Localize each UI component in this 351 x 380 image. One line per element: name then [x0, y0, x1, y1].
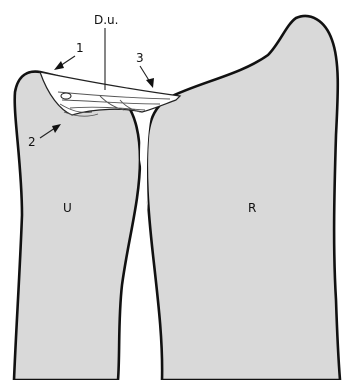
label-du: D.u.: [94, 13, 118, 27]
foveal-insertion: [61, 93, 71, 99]
arrow-1-head: [54, 61, 64, 70]
label-1: 1: [76, 41, 84, 55]
label-radius: R: [248, 201, 256, 215]
arrow-3-head: [146, 78, 154, 88]
ulna-bone: [14, 72, 140, 380]
radius-bone: [147, 16, 340, 380]
label-3: 3: [136, 51, 144, 65]
label-ulna: U: [63, 201, 72, 215]
label-2: 2: [28, 135, 36, 149]
